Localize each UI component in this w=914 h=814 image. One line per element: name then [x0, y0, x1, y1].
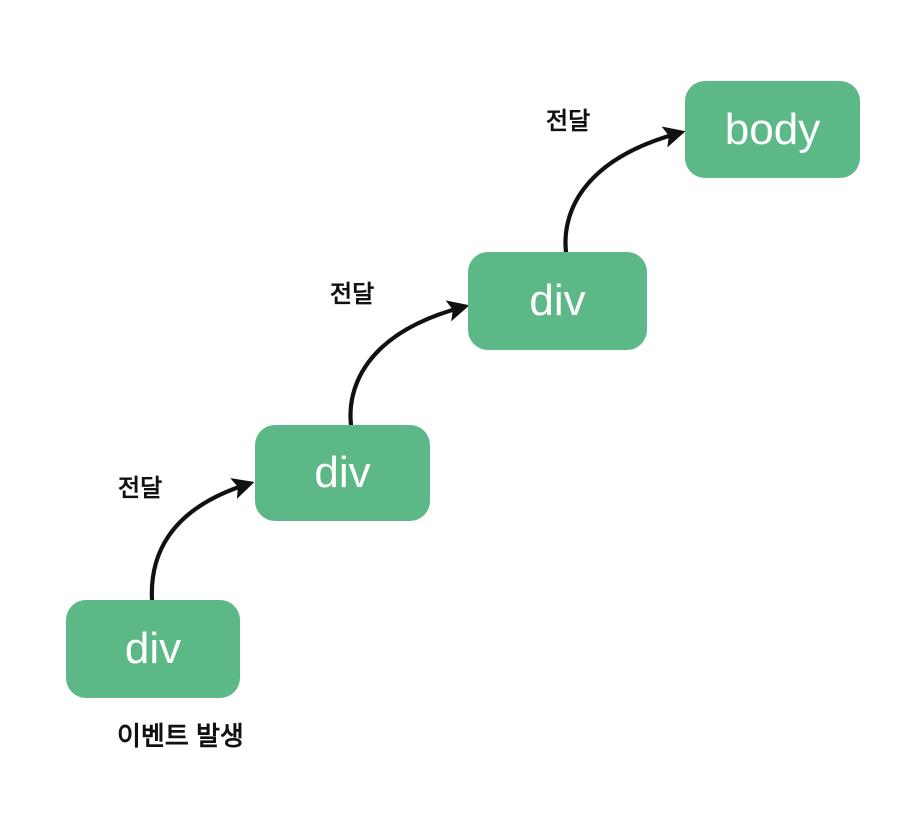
node-div-level-2[interactable]: div: [255, 425, 430, 521]
node-label-div-level-1: div: [124, 624, 182, 673]
node-label-div-level-3: div: [529, 276, 586, 325]
node-body-level-4[interactable]: body: [685, 81, 860, 178]
edge-arrow-2: [348, 300, 470, 428]
node-label-body-level-4: body: [724, 104, 821, 154]
node-div-level-3[interactable]: div: [468, 252, 647, 350]
caption-event-origin: 이벤트 발생: [117, 721, 244, 751]
edge-arrow-3: [563, 126, 686, 255]
edge-label-2: 전달: [330, 281, 375, 308]
node-label-div-level-2: div: [314, 448, 371, 497]
node-div-level-1[interactable]: div: [66, 600, 240, 698]
edge-label-3: 전달: [546, 108, 591, 135]
edge-arrow-1: [149, 478, 255, 603]
edge-label-1: 전달: [118, 475, 163, 502]
